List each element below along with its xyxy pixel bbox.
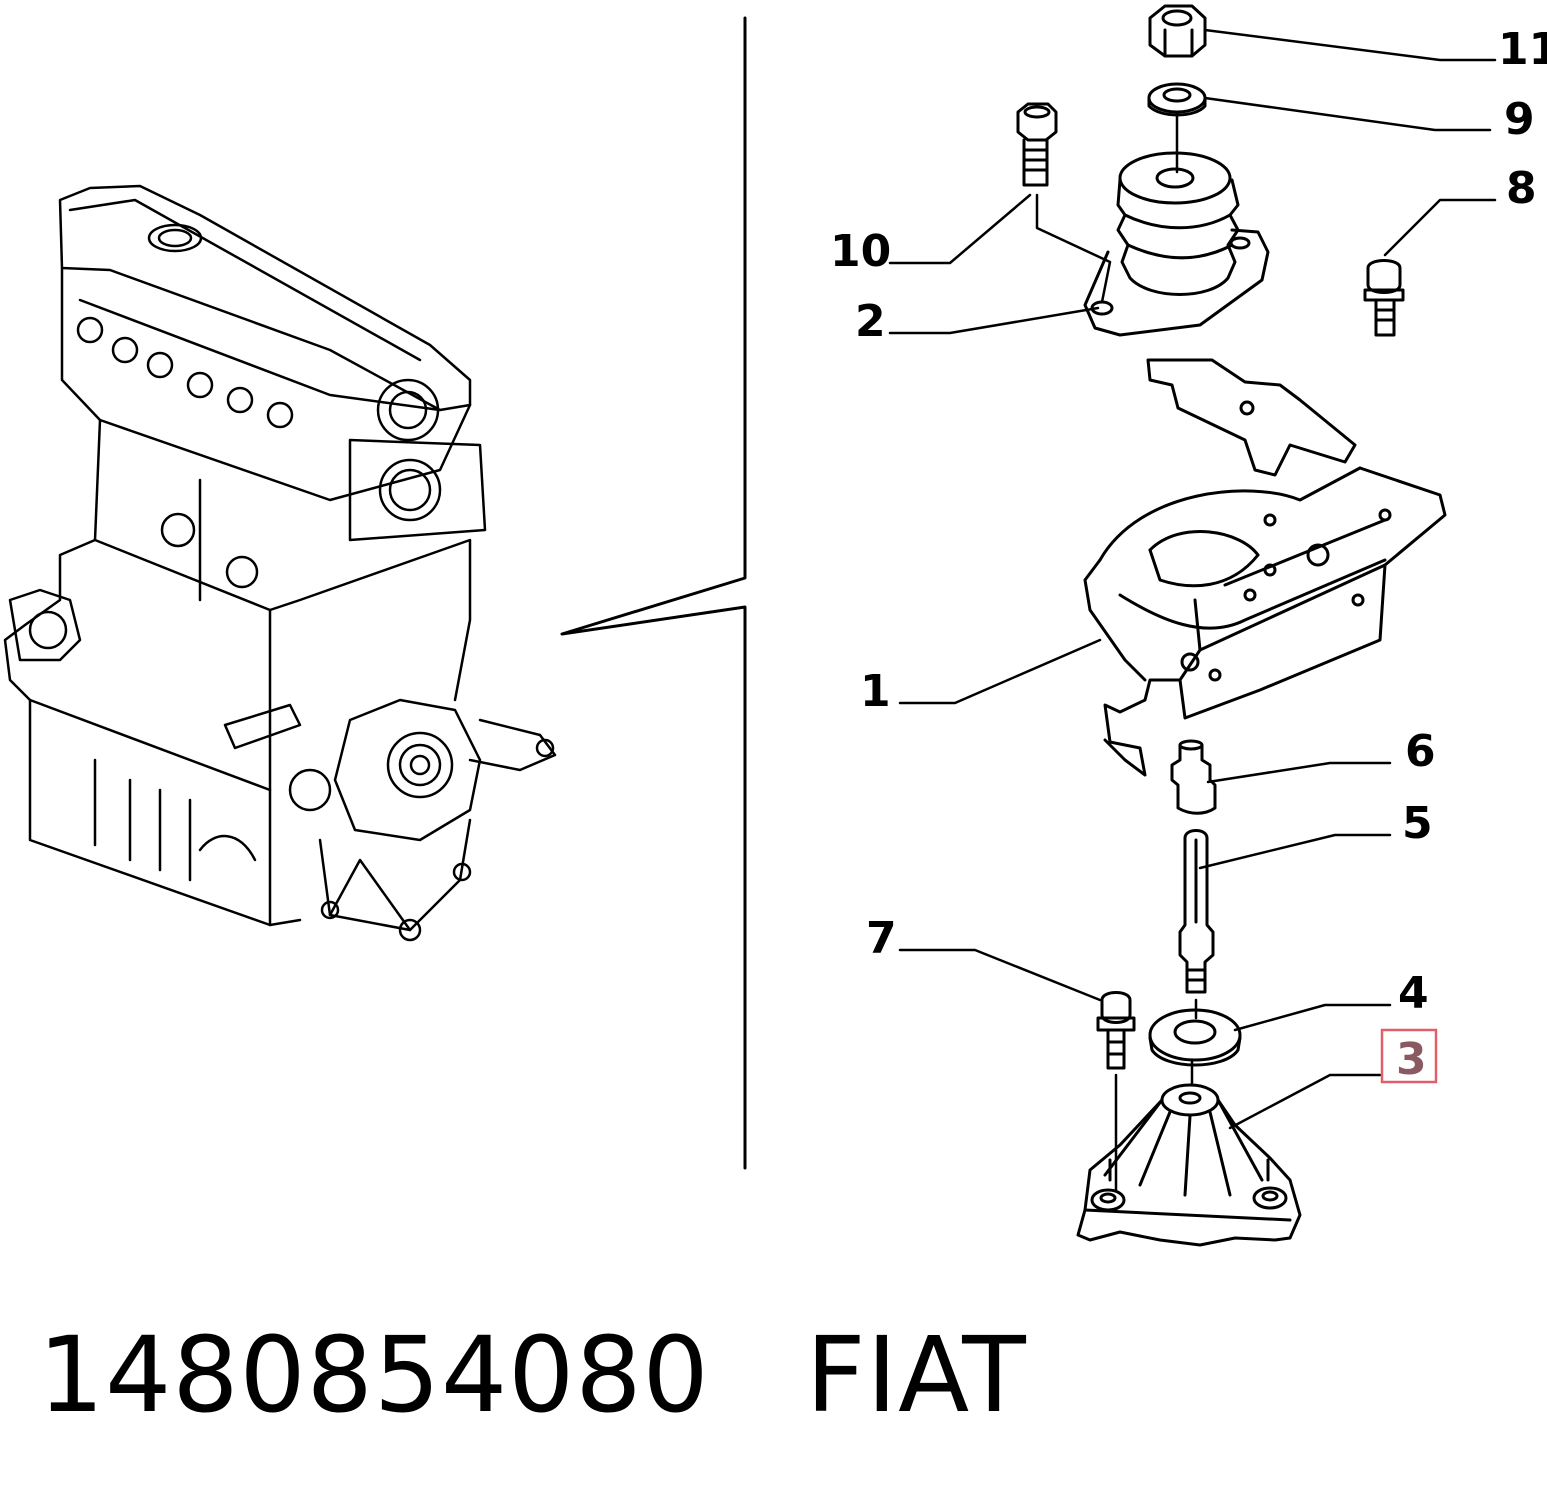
callout-4[interactable]: 4 xyxy=(1398,968,1429,1019)
callout-3-highlight-box xyxy=(1380,1028,1438,1084)
leader-line-6 xyxy=(1206,761,1392,784)
part-9-washer-illustration xyxy=(1147,82,1207,117)
part-info-footer: 1480854080 FIAT xyxy=(38,1300,1518,1450)
view-divider-line xyxy=(560,16,747,1170)
assembly-axis-lines xyxy=(1035,110,1198,1192)
part-6-sleeve-illustration xyxy=(1170,739,1217,815)
part-10-bolt-illustration xyxy=(1016,102,1058,187)
leader-line-9 xyxy=(1203,96,1492,132)
callout-labels: 11 9 8 10 2 1 6 5 7 4 3 xyxy=(830,24,1547,1085)
part-7-bolt-illustration xyxy=(1096,991,1136,1070)
part-1-bracket-illustration xyxy=(1083,358,1447,777)
leader-line-1 xyxy=(898,638,1102,705)
callout-5[interactable]: 5 xyxy=(1402,798,1433,849)
callout-7[interactable]: 7 xyxy=(866,913,897,964)
part-3-mount-base-illustration xyxy=(1076,1083,1302,1247)
leader-line-11 xyxy=(1203,28,1497,62)
callout-9[interactable]: 9 xyxy=(1504,94,1535,145)
callout-10[interactable]: 10 xyxy=(830,226,891,277)
part-11-nut-illustration xyxy=(1148,4,1207,58)
callout-6[interactable]: 6 xyxy=(1405,726,1436,777)
leader-lines xyxy=(888,28,1497,1130)
leader-line-7 xyxy=(898,948,1102,1002)
leader-line-5 xyxy=(1198,833,1392,870)
callout-11[interactable]: 11 xyxy=(1498,24,1547,75)
leader-line-10 xyxy=(888,193,1032,265)
part-number: 1480854080 xyxy=(38,1314,710,1436)
part-5-stud-illustration xyxy=(1178,829,1215,994)
brand-name: FIAT xyxy=(805,1314,1027,1436)
parts-diagram: 11 9 8 10 2 1 6 5 7 4 3 xyxy=(3,4,1547,1247)
callout-3[interactable]: 3 xyxy=(1396,1034,1427,1085)
callout-1[interactable]: 1 xyxy=(860,666,891,717)
callout-8[interactable]: 8 xyxy=(1506,163,1537,214)
part-8-bolt-illustration xyxy=(1363,259,1405,337)
leader-line-3 xyxy=(1228,1073,1382,1130)
leader-line-8 xyxy=(1383,198,1497,257)
part-2-rubber-mount-illustration xyxy=(1083,151,1270,337)
callout-2[interactable]: 2 xyxy=(855,296,886,347)
leader-line-2 xyxy=(888,306,1100,335)
leader-line-4 xyxy=(1233,1003,1392,1032)
engine-block-illustration xyxy=(3,184,557,942)
